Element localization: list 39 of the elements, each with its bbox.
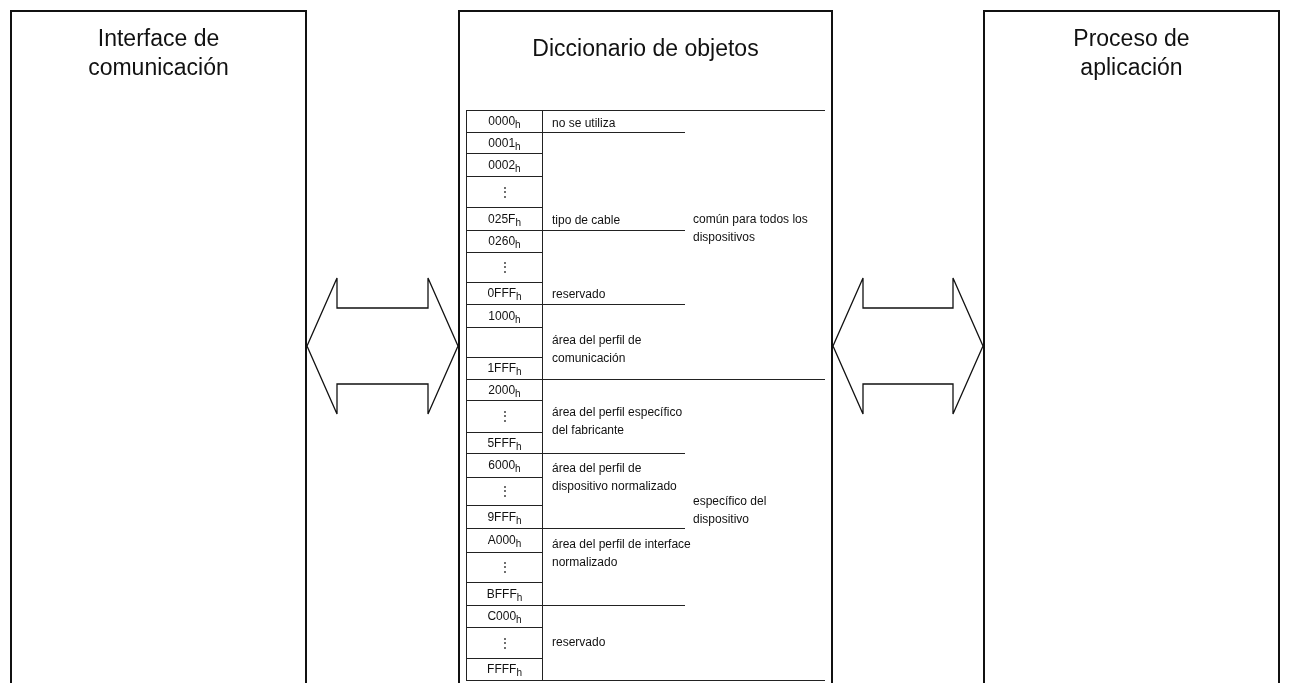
block-panel <box>983 10 1280 683</box>
address-cell: 0260$_{h}$ <box>466 230 543 253</box>
address-cell: A000$_{h}$ <box>466 528 543 553</box>
block-title: Interface de comunicación <box>87 24 230 82</box>
address-cell: 2000$_{h}$ <box>466 379 543 401</box>
address-cell: 0002$_{h}$ <box>466 153 543 177</box>
range-description: específico del dispositivo <box>693 493 768 528</box>
range-description: área del perfil específico del fabricante <box>552 404 684 439</box>
range-description: área del perfil de interface normalizado <box>552 536 692 571</box>
address-cell: ⋮ <box>466 477 543 506</box>
range-description: tipo de cable <box>552 212 622 229</box>
range-description: área del perfil de dispositivo normalizado <box>552 460 678 495</box>
block-title: Proceso de aplicación <box>1072 24 1191 82</box>
address-cell: FFFF$_{h}$ <box>466 658 543 681</box>
address-cell: 1000$_{h}$ <box>466 304 543 328</box>
address-cell: 9FFF$_{h}$ <box>466 505 543 529</box>
address-cell: ⋮ <box>466 627 543 659</box>
block-title: Diccionario de objetos <box>531 34 760 63</box>
range-description: común para todos los dispositivos <box>693 211 809 246</box>
address-cell: ⋮ <box>466 252 543 283</box>
range-description: reservado <box>552 286 607 303</box>
double-arrow <box>306 277 459 415</box>
address-cell: BFFF$_{h}$ <box>466 582 543 606</box>
address-cell: 0FFF$_{h}$ <box>466 282 543 305</box>
address-cell: 025F$_{h}$ <box>466 207 543 231</box>
address-cell: 0000$_{h}$ <box>466 110 543 133</box>
double-arrow <box>832 277 984 415</box>
address-cell: 0001$_{h}$ <box>466 132 543 154</box>
address-cell: ⋮ <box>466 400 543 433</box>
address-cell: 6000$_{h}$ <box>466 453 543 478</box>
address-cell: C000$_{h}$ <box>466 605 543 628</box>
block-panel <box>10 10 307 683</box>
range-description: área del perfil de comunicación <box>552 332 643 367</box>
address-cell: 1FFF$_{h}$ <box>466 357 543 380</box>
address-cell: ⋮ <box>466 176 543 208</box>
address-cell: 5FFF$_{h}$ <box>466 432 543 454</box>
range-description: reservado <box>552 634 607 651</box>
range-description: no se utiliza <box>552 115 617 132</box>
address-cell: ⋮ <box>466 552 543 583</box>
